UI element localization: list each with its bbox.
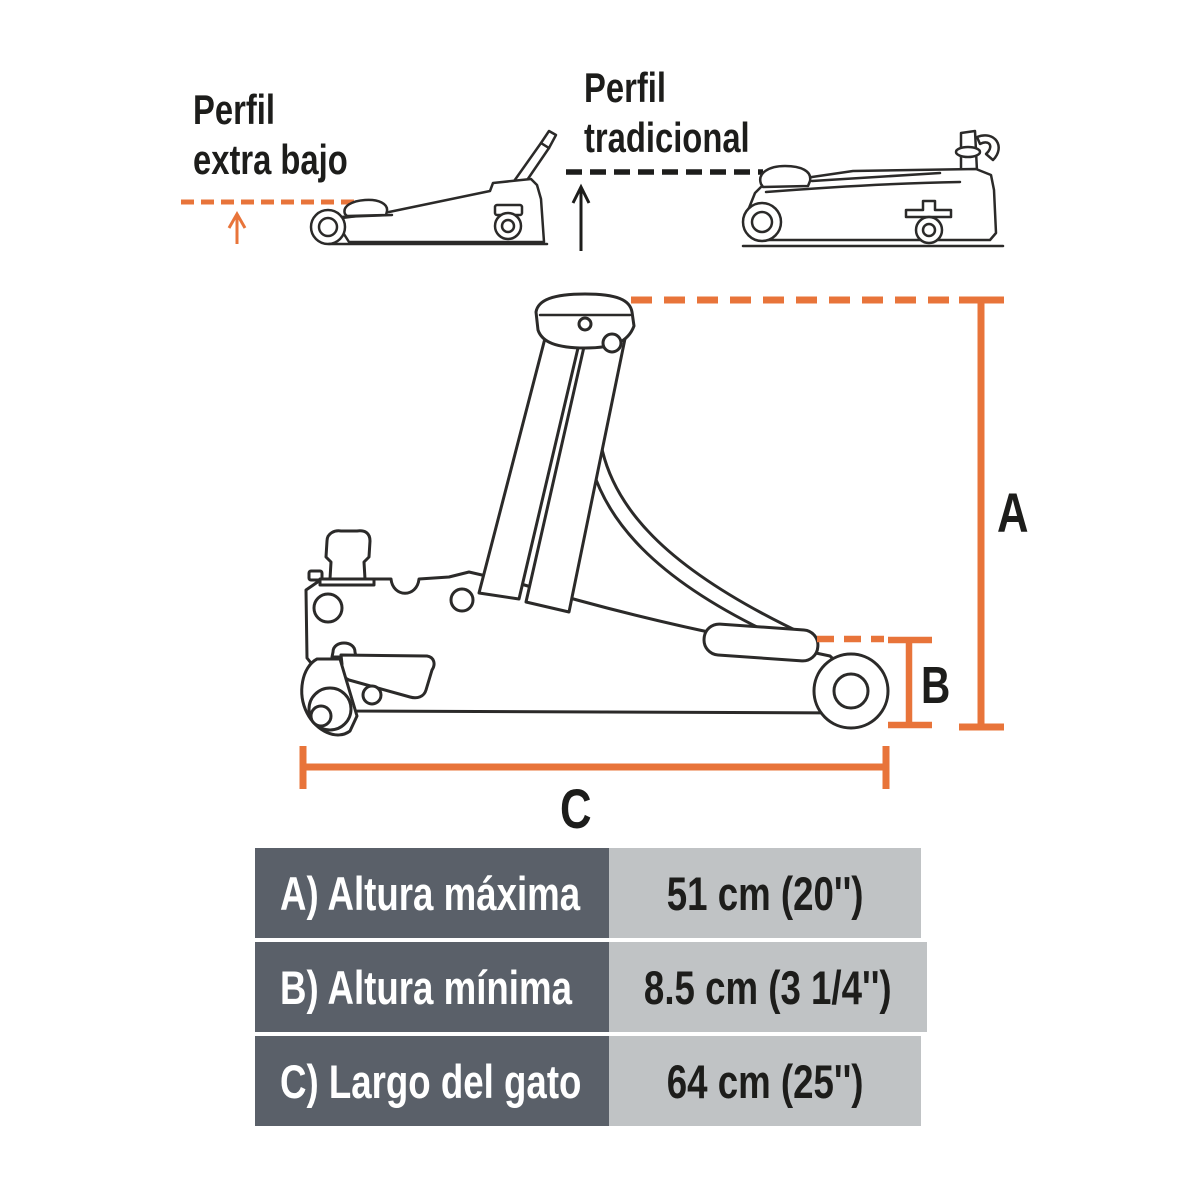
- traditional-profile-label-line2: tradicional: [584, 114, 750, 161]
- low-profile-jack-illustration: [309, 129, 558, 246]
- spec-value-altura-minima: 8.5 cm (3 1/4''): [609, 942, 927, 1032]
- table-row: B) Altura mínima 8.5 cm (3 1/4''): [255, 942, 927, 1032]
- low-profile-up-arrow-icon: [227, 210, 247, 244]
- low-profile-label-line1: Perfil: [193, 86, 275, 133]
- traditional-profile-label: Perfil tradicional: [584, 63, 796, 163]
- dimension-a-indicator: [631, 296, 1004, 731]
- dimension-b-label: B: [921, 657, 951, 715]
- traditional-up-arrow-icon: [571, 183, 591, 251]
- table-row: A) Altura máxima 51 cm (20''): [255, 848, 921, 938]
- traditional-jack-illustration: [741, 129, 1005, 248]
- dimension-c-label: C: [560, 777, 592, 840]
- dimension-b-indicator: [817, 635, 932, 729]
- table-row: C) Largo del gato 64 cm (25''): [255, 1036, 921, 1126]
- spec-value-altura-maxima: 51 cm (20''): [609, 848, 921, 938]
- spec-table: A) Altura máxima 51 cm (20'') B) Altura …: [255, 848, 927, 1126]
- low-profile-label-line2: extra bajo: [193, 136, 348, 183]
- spec-label-altura-maxima: A) Altura máxima: [255, 848, 609, 938]
- low-profile-label: Perfil extra bajo: [193, 85, 391, 185]
- spec-label-largo-gato: C) Largo del gato: [255, 1036, 609, 1126]
- traditional-profile-label-line1: Perfil: [584, 64, 666, 111]
- dimension-a-label: A: [997, 481, 1029, 544]
- spec-value-largo-gato: 64 cm (25''): [609, 1036, 921, 1126]
- dimension-c-indicator: [299, 746, 890, 789]
- spec-label-altura-minima: B) Altura mínima: [255, 942, 609, 1032]
- main-jack-illustration: [300, 292, 890, 737]
